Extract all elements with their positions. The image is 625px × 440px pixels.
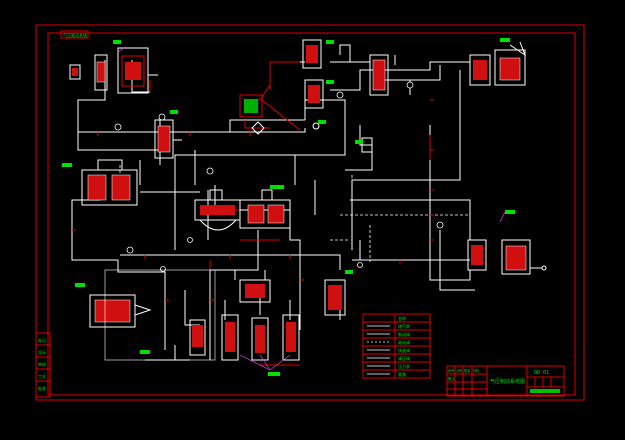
pressure-regulator [239,94,320,135]
rear-brake-chamber-bottom [467,239,547,275]
title-block: 气压制动系统图 QD-01 序号 名称 数量 材料 备注 [446,365,565,397]
hand-brake-valve [89,269,216,361]
left-strip-4: 批准 [38,385,46,391]
left-strip-2: 审核 [38,361,46,367]
legend-row-6: 压力表 [398,363,410,369]
leader-lines [117,46,506,371]
bom-3: 材料 [473,368,480,373]
relay-valve-b [324,279,346,316]
pilot-lines [119,165,470,262]
front-brake-chamber [81,159,138,206]
top-left-tag-text: 气压制动系统 [63,32,87,38]
drawing-number: QD-01 [534,370,549,376]
legend-row-2: 制动阀 [398,331,410,337]
pipelines [71,44,475,361]
spring-brake-chambers [189,279,300,361]
top-left-tag: 气压制动系统 [60,30,89,39]
pressure-gauges [114,81,444,272]
legend-row-4: 快放阀 [398,347,410,353]
legend-row-5: 调压阀 [398,355,410,361]
drawing-frame [35,24,585,401]
legend-row-1: 储气筒 [398,323,410,329]
air-compressor-unit [69,47,158,94]
pipe-tick-marks [72,99,434,301]
left-strip-1: 设计 [38,349,46,355]
brake-valve [194,189,291,231]
bom-2: 数量 [464,368,471,373]
legend-row-3: 继动阀 [398,339,410,345]
bom-1: 名称 [456,368,463,373]
legend-row-7: 管路 [398,371,406,377]
quick-release-valve [302,39,389,153]
bom-0: 序号 [448,368,454,373]
drawing-name: 气压制动系统图 [490,378,525,385]
legend-row-0: 名称 [398,315,406,321]
left-strip-0: 标记 [38,337,46,343]
left-strip-3: 工艺 [38,374,46,379]
leader-notes [62,38,515,376]
rear-brake-chamber-top [469,41,527,86]
bom-4: 备注 [448,376,455,381]
relay-valve-a [154,119,182,159]
left-revision-strip: 标记 设计 审核 工艺 批准 [35,332,51,398]
legend-table: 名称 储气筒 制动阀 继动阀 快放阀 调压阀 压力表 管路 [362,313,431,379]
